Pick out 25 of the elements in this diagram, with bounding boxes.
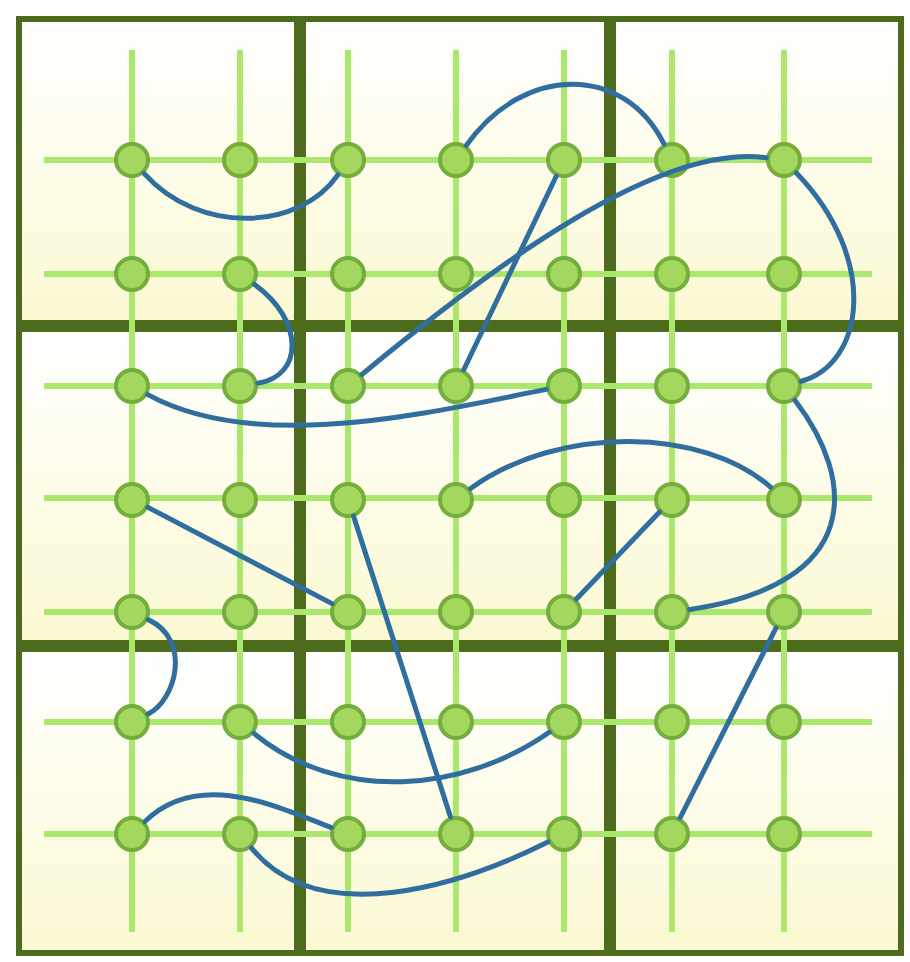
connector-curve [461, 173, 559, 373]
grid-panel [610, 326, 904, 646]
connector-curve [793, 170, 857, 384]
connector-curve [145, 386, 549, 428]
connector-curve [468, 438, 774, 491]
connector-curve [359, 154, 769, 377]
connector-curve [145, 504, 335, 607]
grid-panel [300, 646, 610, 956]
connector-curve [687, 397, 837, 612]
connector-curve [573, 509, 663, 602]
connector-curve [248, 839, 551, 897]
connector-curve [463, 81, 667, 148]
connector-curve [142, 792, 334, 831]
connector-curve [252, 282, 295, 386]
connector-curve [145, 617, 178, 717]
grid-panel [610, 16, 904, 326]
connector-curve [351, 513, 453, 820]
grid-panel [610, 646, 904, 956]
grid-panel [16, 326, 300, 646]
grid-panel [16, 16, 300, 326]
connector-curve [251, 729, 552, 785]
grid-panel [16, 646, 300, 956]
connector-curve [677, 625, 779, 821]
grid-panel [300, 16, 610, 326]
connector-curve [141, 170, 341, 221]
